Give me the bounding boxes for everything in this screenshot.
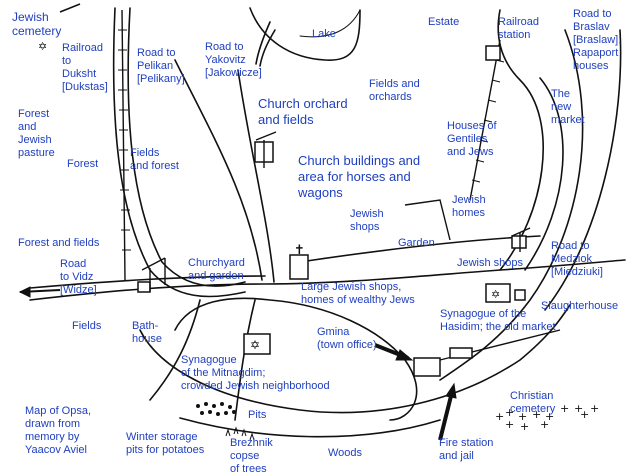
road — [439, 29, 584, 381]
arrow-icon — [59, 3, 81, 13]
svg-text:+: + — [540, 418, 549, 431]
road — [149, 299, 201, 401]
road — [234, 299, 256, 421]
label-forest: Forest — [67, 158, 99, 170]
label-map-credit: Map of Opsa, drawn from memory by Yaacov… — [25, 405, 92, 456]
svg-text:+: + — [518, 410, 527, 423]
label-forest-pasture: Forest and Jewish pasture — [18, 108, 55, 159]
label-road-braslav: Road to Braslav [Braslaw]; Rapaport hous… — [573, 8, 622, 72]
railroad-station-icon — [485, 45, 501, 61]
label-churchyard: Churchyard and garden — [188, 257, 245, 282]
road — [497, 9, 544, 271]
svg-text:+: + — [580, 408, 589, 421]
label-houses-gentiles-jews: Houses of Gentiles and Jews — [447, 120, 497, 158]
label-large-shops: Large Jewish shops, homes of wealthy Jew… — [301, 281, 415, 306]
label-jewish-cemetery: Jewish cemetery — [12, 10, 62, 38]
road — [544, 29, 622, 311]
well-icon — [255, 131, 277, 168]
arrow-icon — [445, 382, 457, 399]
arrow-icon — [395, 349, 414, 361]
label-fields-orchards: Fields and orchards — [369, 78, 420, 103]
label-fields: Fields — [72, 320, 102, 332]
label-garden: Garden — [398, 237, 435, 249]
fire-station-building — [449, 347, 473, 359]
well-icon — [511, 227, 531, 252]
label-road-mezdiok: Road to Medziok [Miedziuki] — [551, 240, 603, 278]
label-synagogue-mitnagdim: Synagogue of the Mitnagdim; crowded Jewi… — [181, 354, 330, 392]
label-winter-pits: Winter storage pits for potatoes — [126, 431, 205, 456]
road — [255, 21, 271, 65]
road — [112, 7, 246, 298]
label-church-buildings: Church buildings and area for horses and… — [298, 153, 421, 200]
svg-text:+: + — [520, 420, 529, 433]
label-estate: Estate — [428, 16, 460, 28]
road — [174, 59, 263, 281]
label-gmina: Gmina (town office) — [317, 326, 377, 351]
road — [139, 304, 571, 414]
road — [174, 297, 418, 421]
label-road-vidz: Road to Vidz [Widze] — [60, 258, 97, 296]
arrow-icon — [438, 391, 454, 441]
road — [29, 275, 266, 289]
label-synagogue-hasidim: Synagogue of the Hasidim; the old market — [440, 308, 556, 333]
arrow-icon — [18, 286, 31, 298]
svg-text:+: + — [545, 410, 554, 423]
label-road-yakovitz: Road to Yakovitz [Jakowicze] — [205, 41, 262, 79]
label-woods: Woods — [328, 447, 363, 459]
label-pits: Pits — [248, 409, 267, 421]
synagogue-mitnagdim-building — [243, 333, 271, 355]
label-lake: Lake — [312, 28, 336, 40]
label-fire-station: Fire station and jail — [439, 437, 494, 462]
jewish-home-building — [511, 235, 527, 249]
label-fields-forest: Fields and forest — [130, 147, 179, 172]
label-brezhnik: Brezhnik copse of trees — [230, 437, 273, 475]
svg-text:+: + — [505, 406, 514, 419]
label-road-pelikan: Road to Pelikan [Pelikany] — [137, 47, 185, 85]
svg-text:+: + — [574, 402, 583, 415]
svg-text:+: + — [560, 402, 569, 415]
railroad — [121, 9, 126, 281]
road — [299, 235, 541, 263]
tree-marks — [225, 426, 255, 441]
label-church-orchard: Church orchard and fields — [258, 96, 348, 127]
star-of-david-icon: ✡ — [250, 338, 260, 352]
label-slaughterhouse: Slaughterhouse — [541, 300, 619, 312]
church-icon: ✝ — [294, 243, 305, 258]
label-the-new-market: The new market — [551, 88, 585, 126]
road — [237, 69, 275, 283]
railroad-ties — [118, 29, 505, 251]
label-jewish-homes: Jewish homes — [452, 194, 486, 219]
label-railroad-station: Railroad station — [498, 16, 539, 41]
label-bathhouse: Bath- house — [132, 320, 162, 345]
road — [179, 417, 441, 438]
label-christian-cemetery: Christian cemetery — [510, 390, 556, 415]
star-of-david-icon: ✡ — [491, 288, 500, 301]
svg-text:+: + — [505, 418, 514, 431]
gmina-building — [413, 357, 441, 377]
label-forest-fields: Forest and fields — [18, 237, 100, 249]
railroad — [404, 199, 451, 241]
cross-icon: +++ +++ +++ +++ — [495, 402, 599, 433]
label-jewish-shops-1: Jewish shops — [350, 208, 384, 233]
road — [29, 259, 626, 301]
svg-text:+: + — [495, 410, 504, 423]
label-jewish-shops-2: Jewish shops — [457, 257, 524, 269]
lake-shore — [299, 9, 361, 38]
slaughterhouse-building — [514, 289, 526, 301]
church-building — [289, 254, 309, 280]
road — [259, 29, 276, 67]
lake-shore — [249, 7, 361, 61]
synagogue-hasidim-building — [485, 283, 511, 303]
bathhouse-building — [137, 281, 151, 293]
star-of-david-icon: ✡ — [38, 40, 47, 53]
svg-text:+: + — [590, 402, 599, 415]
pits-dots — [196, 402, 236, 416]
road — [524, 77, 564, 271]
label-railroad-dukasht: Railroad to Duksht [Dukstas] — [62, 42, 108, 93]
svg-text:+: + — [532, 408, 541, 421]
well-icon — [141, 257, 166, 292]
